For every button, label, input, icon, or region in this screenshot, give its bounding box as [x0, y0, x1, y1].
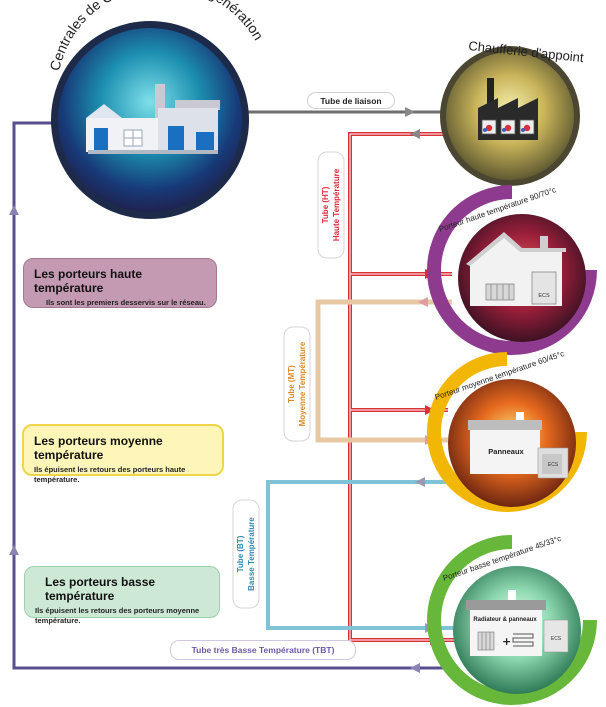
ecs-label-medium: ECS	[548, 462, 559, 468]
bt-tube-label-line2: Basse Température	[247, 517, 256, 591]
panneaux-label: Panneaux	[488, 447, 524, 456]
info-box-high-temp-desc: Ils sont les premiers desservis sur le r…	[46, 298, 206, 307]
link-return-arrow	[410, 129, 420, 139]
ecs-label-high: ECS	[538, 293, 550, 299]
house-icon-high	[466, 232, 566, 306]
ht-tube-label-line2: Haute Température	[332, 168, 341, 241]
mt-tube-label-line2: Moyenne Température	[298, 341, 307, 426]
mt-tube-label: Tube (MT) Moyenne Température	[283, 326, 311, 442]
tbt-pipe	[12, 121, 452, 670]
info-box-high-temp: Les porteurs haute température Ils sont …	[23, 258, 217, 308]
link-pipe-arrows	[405, 107, 415, 117]
info-box-medium-temp: Les porteurs moyenne température Ils épu…	[22, 424, 224, 484]
info-box-medium-temp-desc: Ils épuisent les retours des porteurs ha…	[34, 465, 186, 484]
ht-pipe	[348, 132, 455, 642]
tbt-tube-label: Tube très Basse Température (TBT)	[170, 640, 356, 660]
mt-tube-label-line1: Tube (MT)	[287, 365, 296, 403]
building-icon-medium	[468, 412, 569, 479]
bt-tube-label-line1: Tube (BT)	[236, 535, 245, 572]
factory-icon	[478, 78, 538, 140]
svg-text:+: +	[502, 635, 511, 648]
ht-tube-label: Tube (HT) Haute Température	[317, 151, 345, 259]
info-box-medium-temp-title: Les porteurs moyenne température	[34, 434, 163, 462]
info-box-low-temp-title: Les porteurs basse température	[45, 575, 156, 603]
bt-pipe	[266, 480, 455, 630]
link-tube-label: Tube de liaison	[307, 92, 395, 109]
geothermal-plant-icon	[86, 84, 220, 154]
bt-tube-label: Tube (BT) Basse Température	[232, 499, 260, 609]
info-box-low-temp-desc: Ils épuisent les retours des porteurs mo…	[35, 606, 200, 625]
info-box-low-temp: Les porteurs basse température Ils épuis…	[24, 566, 220, 625]
building-icon-low: +	[466, 590, 569, 656]
ht-tube-label-line1: Tube (HT)	[321, 186, 330, 223]
info-box-high-temp-title: Les porteurs haute température	[34, 267, 143, 295]
ecs-label-low: ECS	[551, 636, 562, 642]
mt-pipe	[315, 299, 452, 443]
ht-pipe-inner	[349, 133, 455, 641]
radiator-panel-label: Radiateur & panneaux	[473, 617, 537, 623]
